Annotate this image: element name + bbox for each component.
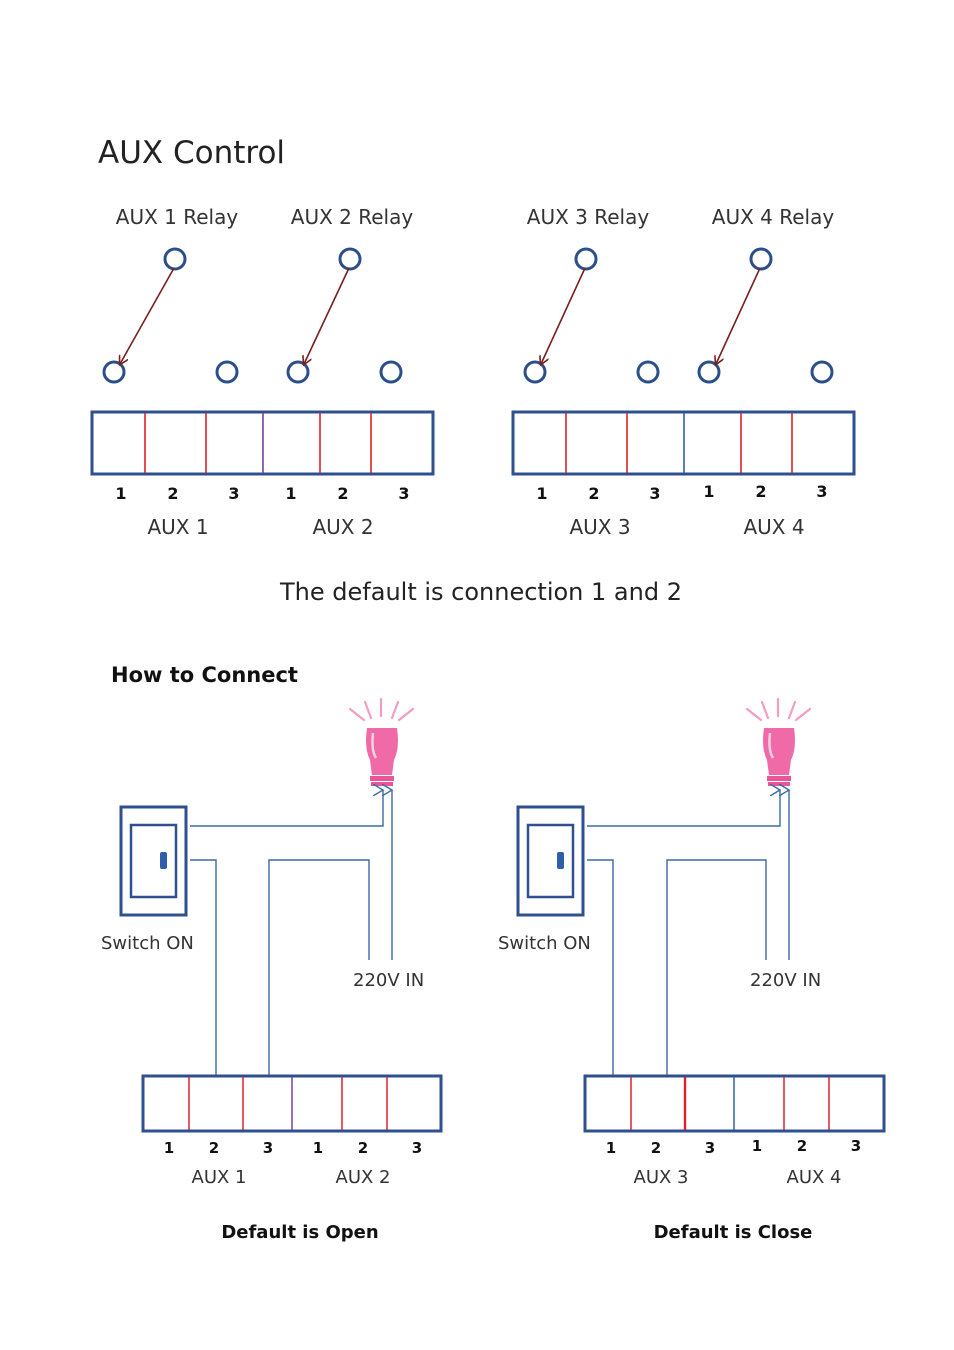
relay-contact-1 [523,360,547,384]
relay-arm [304,267,350,364]
section-title: How to Connect [111,663,298,687]
pin-number: 3 [263,1139,273,1157]
relay-label-aux1: AUX 1 Relay [116,205,239,229]
pin-number: 3 [412,1139,422,1157]
pin-number: 1 [752,1137,762,1155]
relay-label-aux3: AUX 3 Relay [527,205,650,229]
left-circuit: Switch ON 220V IN 1 2 3 1 2 3 AUX 1 AUX … [101,697,443,1243]
relay-common-contact [338,247,362,271]
relay-arm [716,267,761,364]
pin-number: 3 [851,1137,861,1155]
relay-contact-3 [810,360,834,384]
pin-numbers: 1 2 3 1 2 3 [164,1139,422,1157]
relay-arm [541,267,586,364]
switch-label: Switch ON [498,933,591,954]
right-circuit: Switch ON 220V IN 1 2 3 1 2 3 AUX 3 AUX … [498,697,886,1243]
terminal-block-aux3-aux4-bottom [583,1074,886,1133]
top-group-labels: AUX 1 AUX 2 AUX 3 AUX 4 [147,515,804,539]
relay-contact-1 [697,360,721,384]
relay-aux3 [523,247,660,384]
terminal-block-aux1-aux2-bottom [141,1074,443,1133]
pin-number: 2 [755,482,766,501]
pin-number: 1 [606,1139,616,1157]
relay-contact-1 [102,360,126,384]
pin-number: 1 [313,1139,323,1157]
wall-switch-icon [516,805,585,917]
group-label-aux2: AUX 2 [336,1167,391,1188]
relay-arm [120,267,175,364]
group-label-aux3: AUX 3 [634,1167,689,1188]
group-label-aux4: AUX 4 [787,1167,842,1188]
pin-number: 1 [703,482,714,501]
pin-number: 3 [228,484,239,503]
relay-contact-3 [215,360,239,384]
group-label-aux2: AUX 2 [312,515,373,539]
group-label-aux3: AUX 3 [569,515,630,539]
power-input-label: 220V IN [353,970,424,991]
top-caption: The default is connection 1 and 2 [279,578,682,606]
pin-number: 1 [285,484,296,503]
terminal-block-aux3-aux4 [511,410,856,476]
page-title: AUX Control [98,135,285,171]
relay-aux4 [697,247,834,384]
light-bulb-icon [348,697,415,786]
pin-numbers: 1 2 3 1 2 3 [606,1137,861,1157]
pin-number: 3 [816,482,827,501]
group-label-aux1: AUX 1 [192,1167,247,1188]
power-input-label: 220V IN [750,970,821,991]
relay-labels: AUX 1 Relay AUX 2 Relay AUX 3 Relay AUX … [116,205,835,229]
relay-label-aux2: AUX 2 Relay [291,205,414,229]
pin-number: 3 [398,484,409,503]
relay-label-aux4: AUX 4 Relay [712,205,835,229]
group-labels: AUX 3 AUX 4 [634,1167,842,1188]
wiring [190,790,392,1076]
top-pin-numbers: 1 2 3 1 2 3 1 2 3 1 2 3 [115,482,827,503]
relay-common-contact [749,247,773,271]
caption-default-close: Default is Close [654,1222,813,1243]
pin-number: 2 [651,1139,661,1157]
caption-default-open: Default is Open [221,1222,378,1243]
pin-number: 1 [115,484,126,503]
pin-number: 2 [167,484,178,503]
group-label-aux4: AUX 4 [743,515,804,539]
pin-number: 2 [209,1139,219,1157]
relay-contact-3 [636,360,660,384]
pin-number: 2 [588,484,599,503]
pin-number: 2 [797,1137,807,1155]
pin-number: 2 [358,1139,368,1157]
relay-contact-1 [286,360,310,384]
wall-switch-icon [119,805,188,917]
light-bulb-icon [745,697,812,786]
relay-aux2 [286,247,403,384]
pin-number: 1 [536,484,547,503]
pin-number: 1 [164,1139,174,1157]
switch-label: Switch ON [101,933,194,954]
pin-number: 2 [337,484,348,503]
group-label-aux1: AUX 1 [147,515,208,539]
terminal-block-aux1-aux2 [90,410,435,476]
pin-number: 3 [649,484,660,503]
relay-aux1 [102,247,239,384]
wiring [587,790,789,1076]
pin-number: 3 [705,1139,715,1157]
relay-common-contact [574,247,598,271]
relay-contact-3 [379,360,403,384]
group-labels: AUX 1 AUX 2 [192,1167,391,1188]
relay-common-contact [163,247,187,271]
